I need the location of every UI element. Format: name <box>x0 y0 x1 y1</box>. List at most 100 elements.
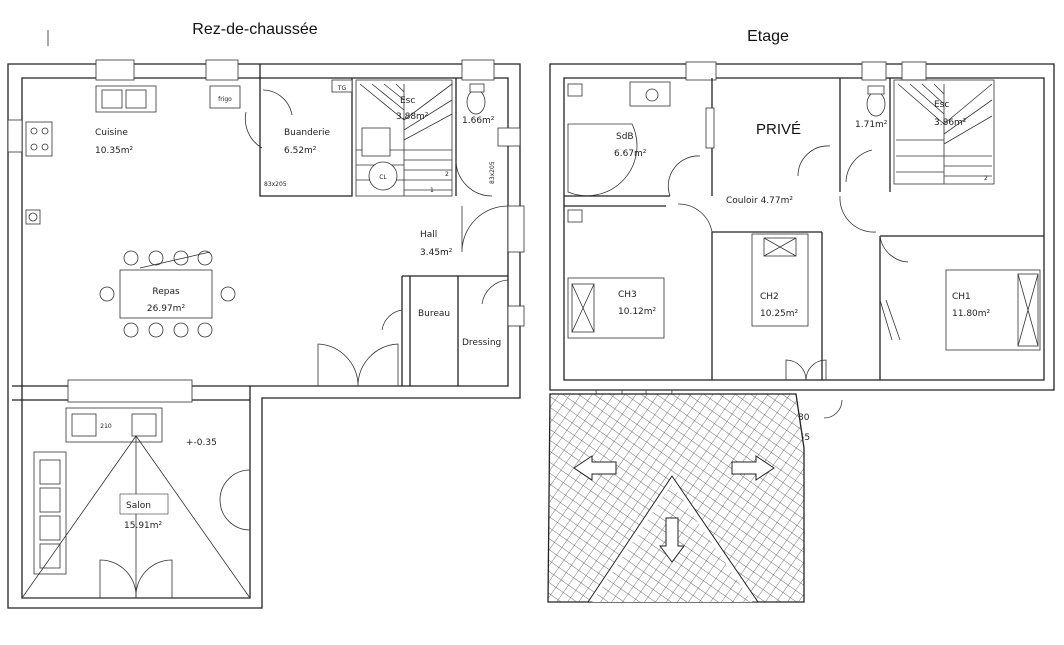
dining-table <box>99 250 236 338</box>
upper-floor-plan: 2 80 1.55 <box>547 61 1055 603</box>
radiator <box>705 107 715 149</box>
salon-area: 15.91m² <box>124 521 163 531</box>
ch3-label: CH3 <box>618 290 637 300</box>
door-swing <box>262 89 293 116</box>
level-annotation: +-0.35 <box>186 438 217 448</box>
salon-label-box <box>119 493 169 515</box>
buanderie-wall <box>259 64 353 197</box>
arrow-down-icon <box>659 517 685 563</box>
speaker <box>71 413 97 437</box>
pillow-cross <box>763 237 797 257</box>
cl-label: CL <box>379 174 387 181</box>
sink-basin <box>101 89 123 109</box>
buanderie-label: Buanderie <box>284 128 331 138</box>
window <box>901 61 927 81</box>
toilet <box>466 89 486 115</box>
french-door-swing <box>317 343 399 387</box>
shower <box>567 123 638 197</box>
window <box>95 59 135 81</box>
sdb-fixture <box>567 83 583 97</box>
door-swing <box>879 235 909 263</box>
cuisine-label: Cuisine <box>95 128 128 138</box>
bedroom-walls <box>711 231 1044 380</box>
ch1-label: CH1 <box>952 292 971 302</box>
fixture <box>567 209 583 223</box>
sink-basin <box>125 89 147 109</box>
window <box>497 127 521 147</box>
ch1-area: 11.80m² <box>952 309 991 319</box>
upper-staircase: 2 <box>893 79 995 185</box>
couloir-label: Couloir 4.77m² <box>726 196 793 206</box>
dressing-label: Dressing <box>462 338 501 348</box>
burner <box>41 143 49 151</box>
ground-esc-label: Esc <box>400 96 415 106</box>
fridge <box>209 85 241 109</box>
ground-floor-title: Rez-de-chaussée <box>192 21 318 38</box>
door-swing <box>481 279 509 305</box>
arrow-right-icon <box>731 455 775 481</box>
appliance-dial <box>28 212 38 222</box>
door-swing <box>219 469 251 531</box>
ground-staircase: TG CL 2 1 <box>331 79 453 197</box>
arrow-left-icon <box>573 455 617 481</box>
entrance-door-swing <box>461 205 509 252</box>
sofa <box>33 451 67 575</box>
dimension-80: 80 <box>798 413 810 423</box>
cuisine-area: 10.35m² <box>95 146 134 156</box>
ground-outer-wall <box>7 63 521 609</box>
door-swing <box>381 309 403 331</box>
buanderie-area: 6.52m² <box>284 146 317 156</box>
stair-number: 2 <box>445 171 449 178</box>
bureau-walls <box>401 275 508 386</box>
door-swing <box>797 145 831 177</box>
door-swing <box>455 159 493 197</box>
upper-esc-area: 3.86m² <box>934 118 967 128</box>
stair-number: 2 <box>984 175 988 182</box>
toilet-tank <box>867 85 885 95</box>
sdb-sink <box>629 81 671 107</box>
repas-label: Repas <box>152 287 180 297</box>
door-swing <box>839 195 877 233</box>
door-swing <box>244 111 263 149</box>
tv-label: 210 <box>100 423 112 430</box>
ground-floor-plan: frigo 83x205 TG CL 2 1 <box>7 59 525 609</box>
toilet-tank <box>469 83 485 93</box>
ground-esc-area: 3.88m² <box>396 112 429 122</box>
door-swing <box>667 155 701 197</box>
window <box>461 59 495 81</box>
hall-door-dim: 83x205 <box>489 161 496 184</box>
toilet <box>866 91 886 117</box>
window <box>205 59 239 81</box>
ground-wc-area: 1.66m² <box>462 116 495 126</box>
sofa-cushion <box>39 515 61 541</box>
fridge-label: frigo <box>218 96 232 103</box>
entrance-door <box>507 205 525 253</box>
pillow-cross <box>571 283 595 333</box>
tg-label: TG <box>337 85 347 92</box>
upper-esc-label: Esc <box>934 100 949 110</box>
hall-label: Hall <box>420 230 437 240</box>
sink-basin <box>645 88 659 102</box>
sofa-cushion <box>39 543 61 569</box>
salon-window <box>67 379 193 403</box>
repas-area: 26.97m² <box>147 304 186 314</box>
closet-doors <box>879 299 901 341</box>
bureau-label: Bureau <box>418 309 450 319</box>
window <box>685 61 717 81</box>
upper-wc-area: 1.71m² <box>855 120 888 130</box>
pillow-cross <box>1017 273 1039 347</box>
ch3-area: 10.12m² <box>618 307 657 317</box>
door-swing <box>677 203 713 233</box>
hall-area: 3.45m² <box>420 248 453 258</box>
ch2-label: CH2 <box>760 292 779 302</box>
burner <box>30 127 38 135</box>
ground-inner-wall <box>21 77 509 599</box>
prive-label: PRIVÉ <box>756 121 801 138</box>
ch2-window-swing <box>785 359 827 381</box>
sofa-cushion <box>39 459 61 485</box>
upper-floor-title: Etage <box>747 28 789 45</box>
appliance <box>25 209 41 225</box>
buanderie-door-dim: 83x205 <box>264 181 287 188</box>
stair-number: 1 <box>430 187 434 194</box>
